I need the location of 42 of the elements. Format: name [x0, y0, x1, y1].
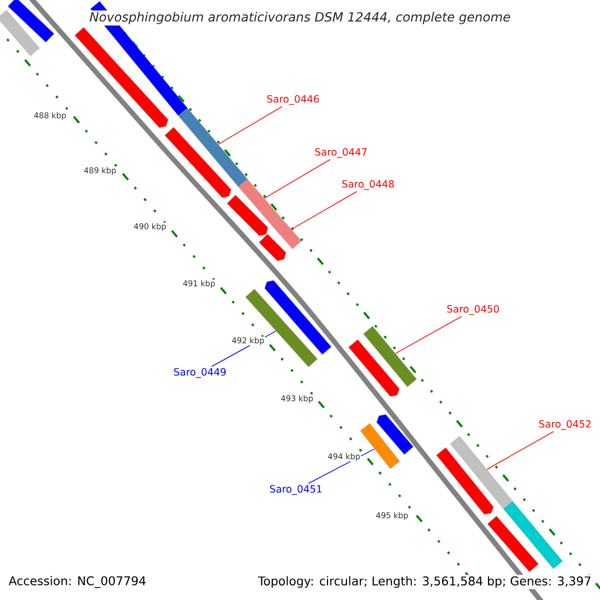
footer-text: Topology: circular; Length: 3,561,584 bp; Genes: 3,397: [256, 574, 593, 590]
gene-bar: [245, 288, 318, 368]
gene-bar: [8, 0, 54, 43]
scale-label: 491 kbp: [182, 279, 216, 289]
title: Novosphingobium aromaticivorans DSM 12444, complete genome: [88, 10, 512, 26]
scale-label: 493 kbp: [280, 394, 314, 404]
scale-label: 490 kbp: [133, 222, 167, 232]
gene-bar: [264, 280, 332, 355]
footer-text: Accession: NC_007794: [7, 574, 148, 590]
gene-bar: [270, 216, 302, 250]
gene-bar: [376, 414, 414, 455]
gene-bar: [238, 178, 280, 224]
scale-label: 495 kbp: [375, 511, 409, 521]
gene-label: Saro_0450: [447, 305, 499, 315]
gene-bar: [258, 234, 286, 262]
gene-label: Saro_0448: [342, 180, 394, 190]
gene-bar: [436, 447, 494, 515]
gene-label: Saro_0451: [270, 485, 322, 495]
gene-bar: [0, 10, 40, 56]
scale-label: 489 kbp: [83, 166, 117, 176]
scale-label: 488 kbp: [33, 111, 67, 121]
leader-line: [218, 106, 283, 145]
scale-label: 492 kbp: [231, 336, 265, 346]
gene-label: Saro_0447: [315, 148, 367, 158]
leader-line: [291, 191, 358, 230]
gene-label: Saro_0449: [174, 368, 226, 378]
gene-bar: [363, 326, 417, 388]
gene-bar: [487, 516, 539, 572]
gene-bar: [226, 194, 268, 236]
gene-label: Saro_0446: [267, 95, 319, 105]
gene-bar: [360, 423, 400, 469]
gene-bar: [164, 127, 232, 198]
gene-bar: [178, 108, 248, 188]
leader-line: [395, 316, 462, 354]
gene-bar: [450, 436, 513, 509]
gene-bar: [503, 500, 563, 570]
gene-label: Saro_0452: [539, 420, 591, 430]
leader-line: [264, 159, 330, 199]
leader-line: [486, 431, 554, 470]
scale-label: 494 kbp: [327, 452, 361, 462]
gene-bar: [74, 27, 168, 128]
gene-bar: [348, 339, 400, 397]
